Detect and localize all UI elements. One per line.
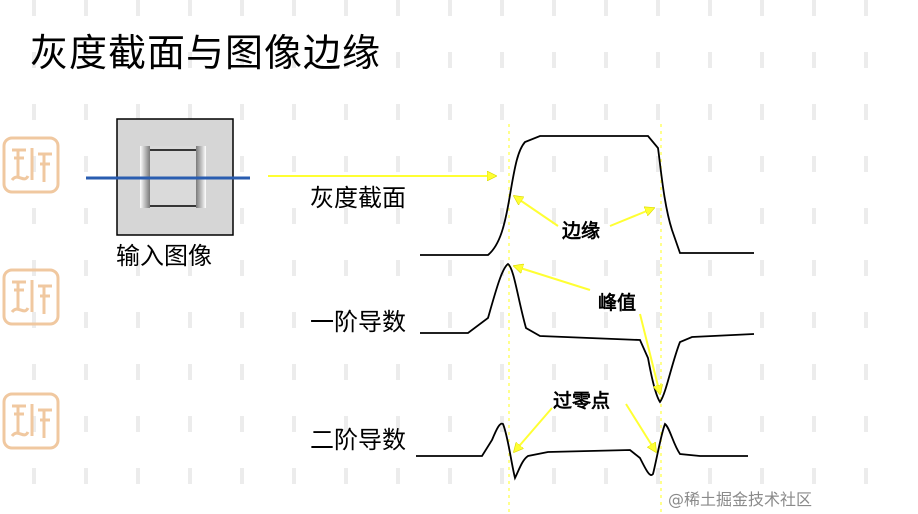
seal-stamp-icon bbox=[2, 392, 60, 450]
edge-arrow-left bbox=[514, 196, 559, 227]
input-image-label: 输入图像 bbox=[116, 242, 212, 270]
peak-arrow-right bbox=[639, 313, 660, 394]
profile-label: 灰度截面 bbox=[310, 184, 406, 212]
peak-arrow-left bbox=[514, 266, 591, 291]
zero-crossing-arrow-right bbox=[625, 403, 656, 452]
zero-crossing-annotation: 过零点 bbox=[553, 390, 611, 412]
edge-arrow-right bbox=[609, 208, 654, 227]
edge-annotation: 边缘 bbox=[562, 220, 601, 242]
second-derivative-label: 二阶导数 bbox=[310, 426, 406, 454]
watermark: @稀土掘金技术社区 bbox=[668, 490, 813, 509]
first-derivative-label: 一阶导数 bbox=[310, 308, 406, 336]
gray-profile-curve bbox=[420, 135, 754, 256]
page-title: 灰度截面与图像边缘 bbox=[30, 31, 382, 75]
zero-crossing-arrow-left bbox=[514, 407, 553, 452]
second-derivative-curve bbox=[416, 422, 748, 481]
seal-stamp-icon bbox=[2, 268, 60, 326]
first-derivative-curve bbox=[420, 262, 755, 404]
peak-annotation: 峰值 bbox=[598, 292, 637, 314]
seal-stamp-icon bbox=[2, 136, 60, 194]
